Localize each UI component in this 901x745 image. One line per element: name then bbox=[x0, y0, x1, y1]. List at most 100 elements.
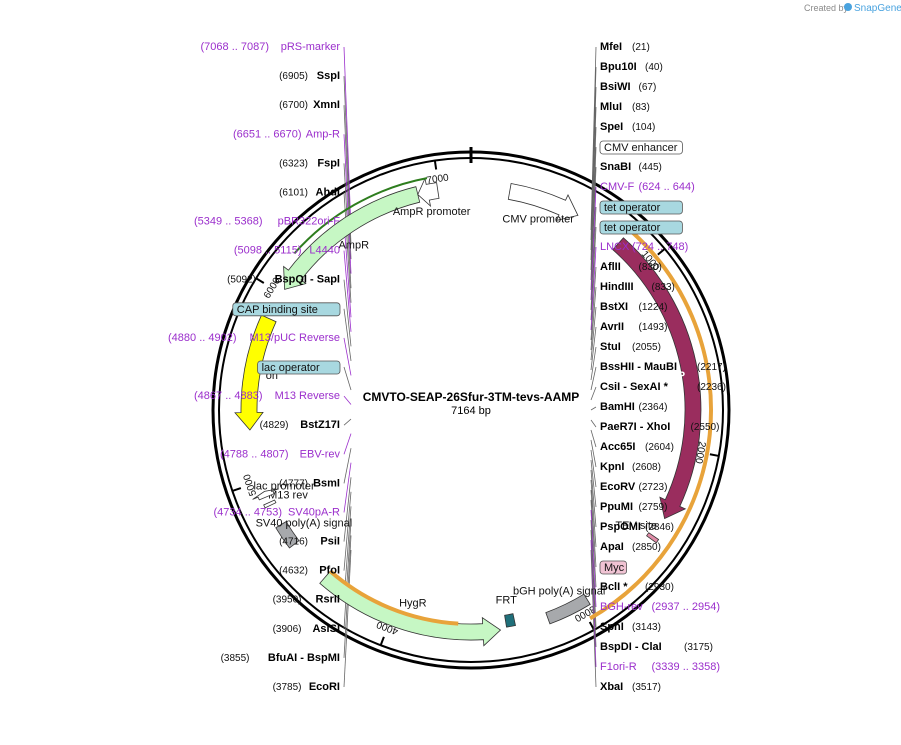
label-bamhi[interactable]: BamHI(2364) bbox=[600, 401, 667, 413]
label-amp-r[interactable]: Amp-R(6651 .. 6670) bbox=[233, 128, 340, 140]
label-bsshii-maubi[interactable]: BssHII - MauBI(2217) bbox=[600, 361, 726, 373]
feature-arrow[interactable] bbox=[545, 593, 591, 625]
credit-prefix: Created by bbox=[804, 3, 849, 13]
label-ebv-rev[interactable]: EBV-rev(4788 .. 4807) bbox=[220, 448, 340, 460]
label-position: (624 .. 644) bbox=[639, 181, 695, 193]
label-l4440[interactable]: L4440(5098 .. 5115) bbox=[234, 245, 340, 257]
label-ecorv[interactable]: EcoRV(2723) bbox=[600, 481, 667, 493]
feature-frt[interactable]: FRT bbox=[496, 595, 517, 628]
label-cap-binding-site[interactable]: CAP binding site bbox=[232, 302, 341, 317]
label-name: tet operator bbox=[604, 222, 661, 234]
label-bsmi[interactable]: BsmI(4777) bbox=[279, 477, 340, 489]
feature-seap[interactable]: SEAP bbox=[612, 237, 702, 520]
label-ahdi[interactable]: AhdI(6101) bbox=[279, 186, 340, 198]
tick-mark bbox=[433, 160, 438, 170]
label-position: (4716) bbox=[279, 537, 308, 548]
label-aflii[interactable]: AflII(830) bbox=[600, 261, 662, 273]
label-bcli[interactable]: BclI *(2930) bbox=[600, 581, 674, 593]
feature-sv40-poly-a-signal[interactable]: SV40 poly(A) signal bbox=[256, 517, 353, 549]
label-m13-reverse[interactable]: M13 Reverse(4867 .. 4883) bbox=[194, 390, 340, 402]
label-name: SnaBI bbox=[600, 161, 631, 173]
label-asisi[interactable]: AsiSI(3906) bbox=[273, 623, 340, 635]
feature-arrow[interactable] bbox=[417, 177, 440, 208]
feature-arrow[interactable] bbox=[234, 314, 277, 431]
label-m13-puc-reverse[interactable]: M13/pUC Reverse(4880 .. 4902) bbox=[168, 332, 340, 344]
label-ecori[interactable]: EcoRI(3785) bbox=[273, 681, 340, 693]
label-f1ori-r[interactable]: F1ori-R(3339 .. 3358) bbox=[600, 661, 720, 673]
label-pbr322ori-f[interactable]: pBR322ori-F(5349 .. 5368) bbox=[194, 216, 340, 228]
label-sv40pa-r[interactable]: SV40pA-R(4734 .. 4753) bbox=[214, 506, 341, 518]
label-xmni[interactable]: XmnI(6700) bbox=[279, 99, 340, 111]
feature-tev-site[interactable]: TEV site bbox=[615, 520, 660, 544]
label-cmv-f[interactable]: CMV-F(624 .. 644) bbox=[600, 181, 695, 193]
label-spei[interactable]: SpeI(104) bbox=[600, 121, 655, 133]
label-bstxi[interactable]: BstXI(1224) bbox=[600, 301, 667, 313]
feature-arrow[interactable] bbox=[252, 488, 279, 501]
leader-line bbox=[590, 206, 597, 311]
leader-line bbox=[343, 308, 352, 361]
label-ppumi[interactable]: PpuMI(2759) bbox=[600, 501, 667, 513]
label-position: (6101) bbox=[279, 187, 308, 198]
label-apai[interactable]: ApaI(2850) bbox=[600, 541, 661, 553]
label-name: KpnI bbox=[600, 461, 624, 473]
label-bfuai-bspmi[interactable]: BfuAI - BspMI(3855) bbox=[221, 652, 340, 664]
feature-arrow[interactable] bbox=[646, 532, 660, 544]
feature-bgh-poly-a-signal[interactable]: bGH poly(A) signal bbox=[513, 586, 605, 625]
label-acc65i[interactable]: Acc65I(2604) bbox=[600, 441, 674, 453]
feature-arrow[interactable] bbox=[263, 499, 277, 509]
label-hindiii[interactable]: HindIII(833) bbox=[600, 281, 675, 293]
label-bpu10i[interactable]: Bpu10I(40) bbox=[600, 61, 663, 73]
label-pfoi[interactable]: PfoI(4632) bbox=[279, 565, 340, 577]
label-lncx[interactable]: LNCX(724 .. 748) bbox=[600, 241, 688, 253]
label-prs-marker[interactable]: pRS-marker(7068 .. 7087) bbox=[201, 41, 341, 53]
label-position: (4788 .. 4807) bbox=[220, 448, 289, 460]
feature-ampr[interactable]: AmpR bbox=[283, 186, 421, 290]
label-bspqi-sapi[interactable]: BspQI - SapI(5092) bbox=[227, 274, 340, 286]
feature-lac-promoter[interactable]: lac promoter bbox=[252, 480, 315, 501]
label-mlui[interactable]: MluI(83) bbox=[600, 101, 650, 113]
label-bgh-rev[interactable]: BGH-rev(2937 .. 2954) bbox=[600, 601, 720, 613]
label-tet-operator[interactable]: tet operator bbox=[599, 220, 683, 235]
feature-cmv-promoter[interactable]: CMV promoter bbox=[502, 183, 579, 226]
label-mfei[interactable]: MfeI(21) bbox=[600, 41, 650, 53]
label-position: (21) bbox=[632, 42, 650, 53]
feature-ampr-promoter[interactable]: AmpR promoter bbox=[393, 177, 471, 218]
label-position: (6700) bbox=[279, 100, 308, 111]
label-pspomi[interactable]: PspOMI(2846) bbox=[600, 521, 674, 533]
feature-arrow[interactable] bbox=[275, 521, 300, 549]
feature-m13-rev[interactable]: M13 rev bbox=[263, 489, 309, 509]
label-bstz17i[interactable]: BstZ17I(4829) bbox=[260, 419, 340, 431]
label-box bbox=[257, 360, 341, 375]
label-name: HindIII bbox=[600, 281, 634, 293]
credit-brand: SnapGene bbox=[854, 3, 901, 14]
label-paer7i-xhoi[interactable]: PaeR7I - XhoI(2550) bbox=[600, 421, 719, 433]
leader-line bbox=[590, 529, 597, 648]
tick-mark bbox=[709, 453, 719, 457]
feature-arrow[interactable] bbox=[612, 237, 702, 520]
label-stui[interactable]: StuI(2055) bbox=[600, 341, 661, 353]
feature-arrow[interactable] bbox=[283, 186, 421, 290]
label-avrii[interactable]: AvrII(1493) bbox=[600, 321, 667, 333]
label-cmv-enhancer[interactable]: CMV enhancer bbox=[599, 140, 683, 155]
label-csii-sexai[interactable]: CsiI - SexAI *(2236) bbox=[600, 381, 726, 393]
leader-line bbox=[590, 519, 597, 628]
label-bsiwi[interactable]: BsiWI(67) bbox=[600, 81, 656, 93]
label-position: (6651 .. 6670) bbox=[233, 128, 302, 140]
label-tet-operator[interactable]: tet operator bbox=[599, 200, 683, 215]
label-psii[interactable]: PsiI(4716) bbox=[279, 536, 340, 548]
label-fspi[interactable]: FspI(6323) bbox=[279, 157, 340, 169]
feature-arrow[interactable] bbox=[504, 613, 516, 628]
label-sphi[interactable]: SphI(3143) bbox=[600, 621, 661, 633]
label-lac-operator[interactable]: lac operator bbox=[257, 360, 341, 375]
label-myc[interactable]: Myc bbox=[599, 560, 628, 575]
label-bspdi-clai[interactable]: BspDI - ClaI(3175) bbox=[600, 641, 713, 653]
leader-line bbox=[590, 439, 597, 468]
label-sspi[interactable]: SspI(6905) bbox=[279, 70, 340, 82]
label-position: (2364) bbox=[639, 402, 668, 413]
label-rsrii[interactable]: RsrII(3950) bbox=[273, 594, 340, 606]
label-xbai[interactable]: XbaI(3517) bbox=[600, 681, 661, 693]
label-kpni[interactable]: KpnI(2608) bbox=[600, 461, 661, 473]
feature-arrow[interactable] bbox=[507, 183, 579, 221]
label-position: (5349 .. 5368) bbox=[194, 216, 263, 228]
label-snabi[interactable]: SnaBI(445) bbox=[600, 161, 662, 173]
